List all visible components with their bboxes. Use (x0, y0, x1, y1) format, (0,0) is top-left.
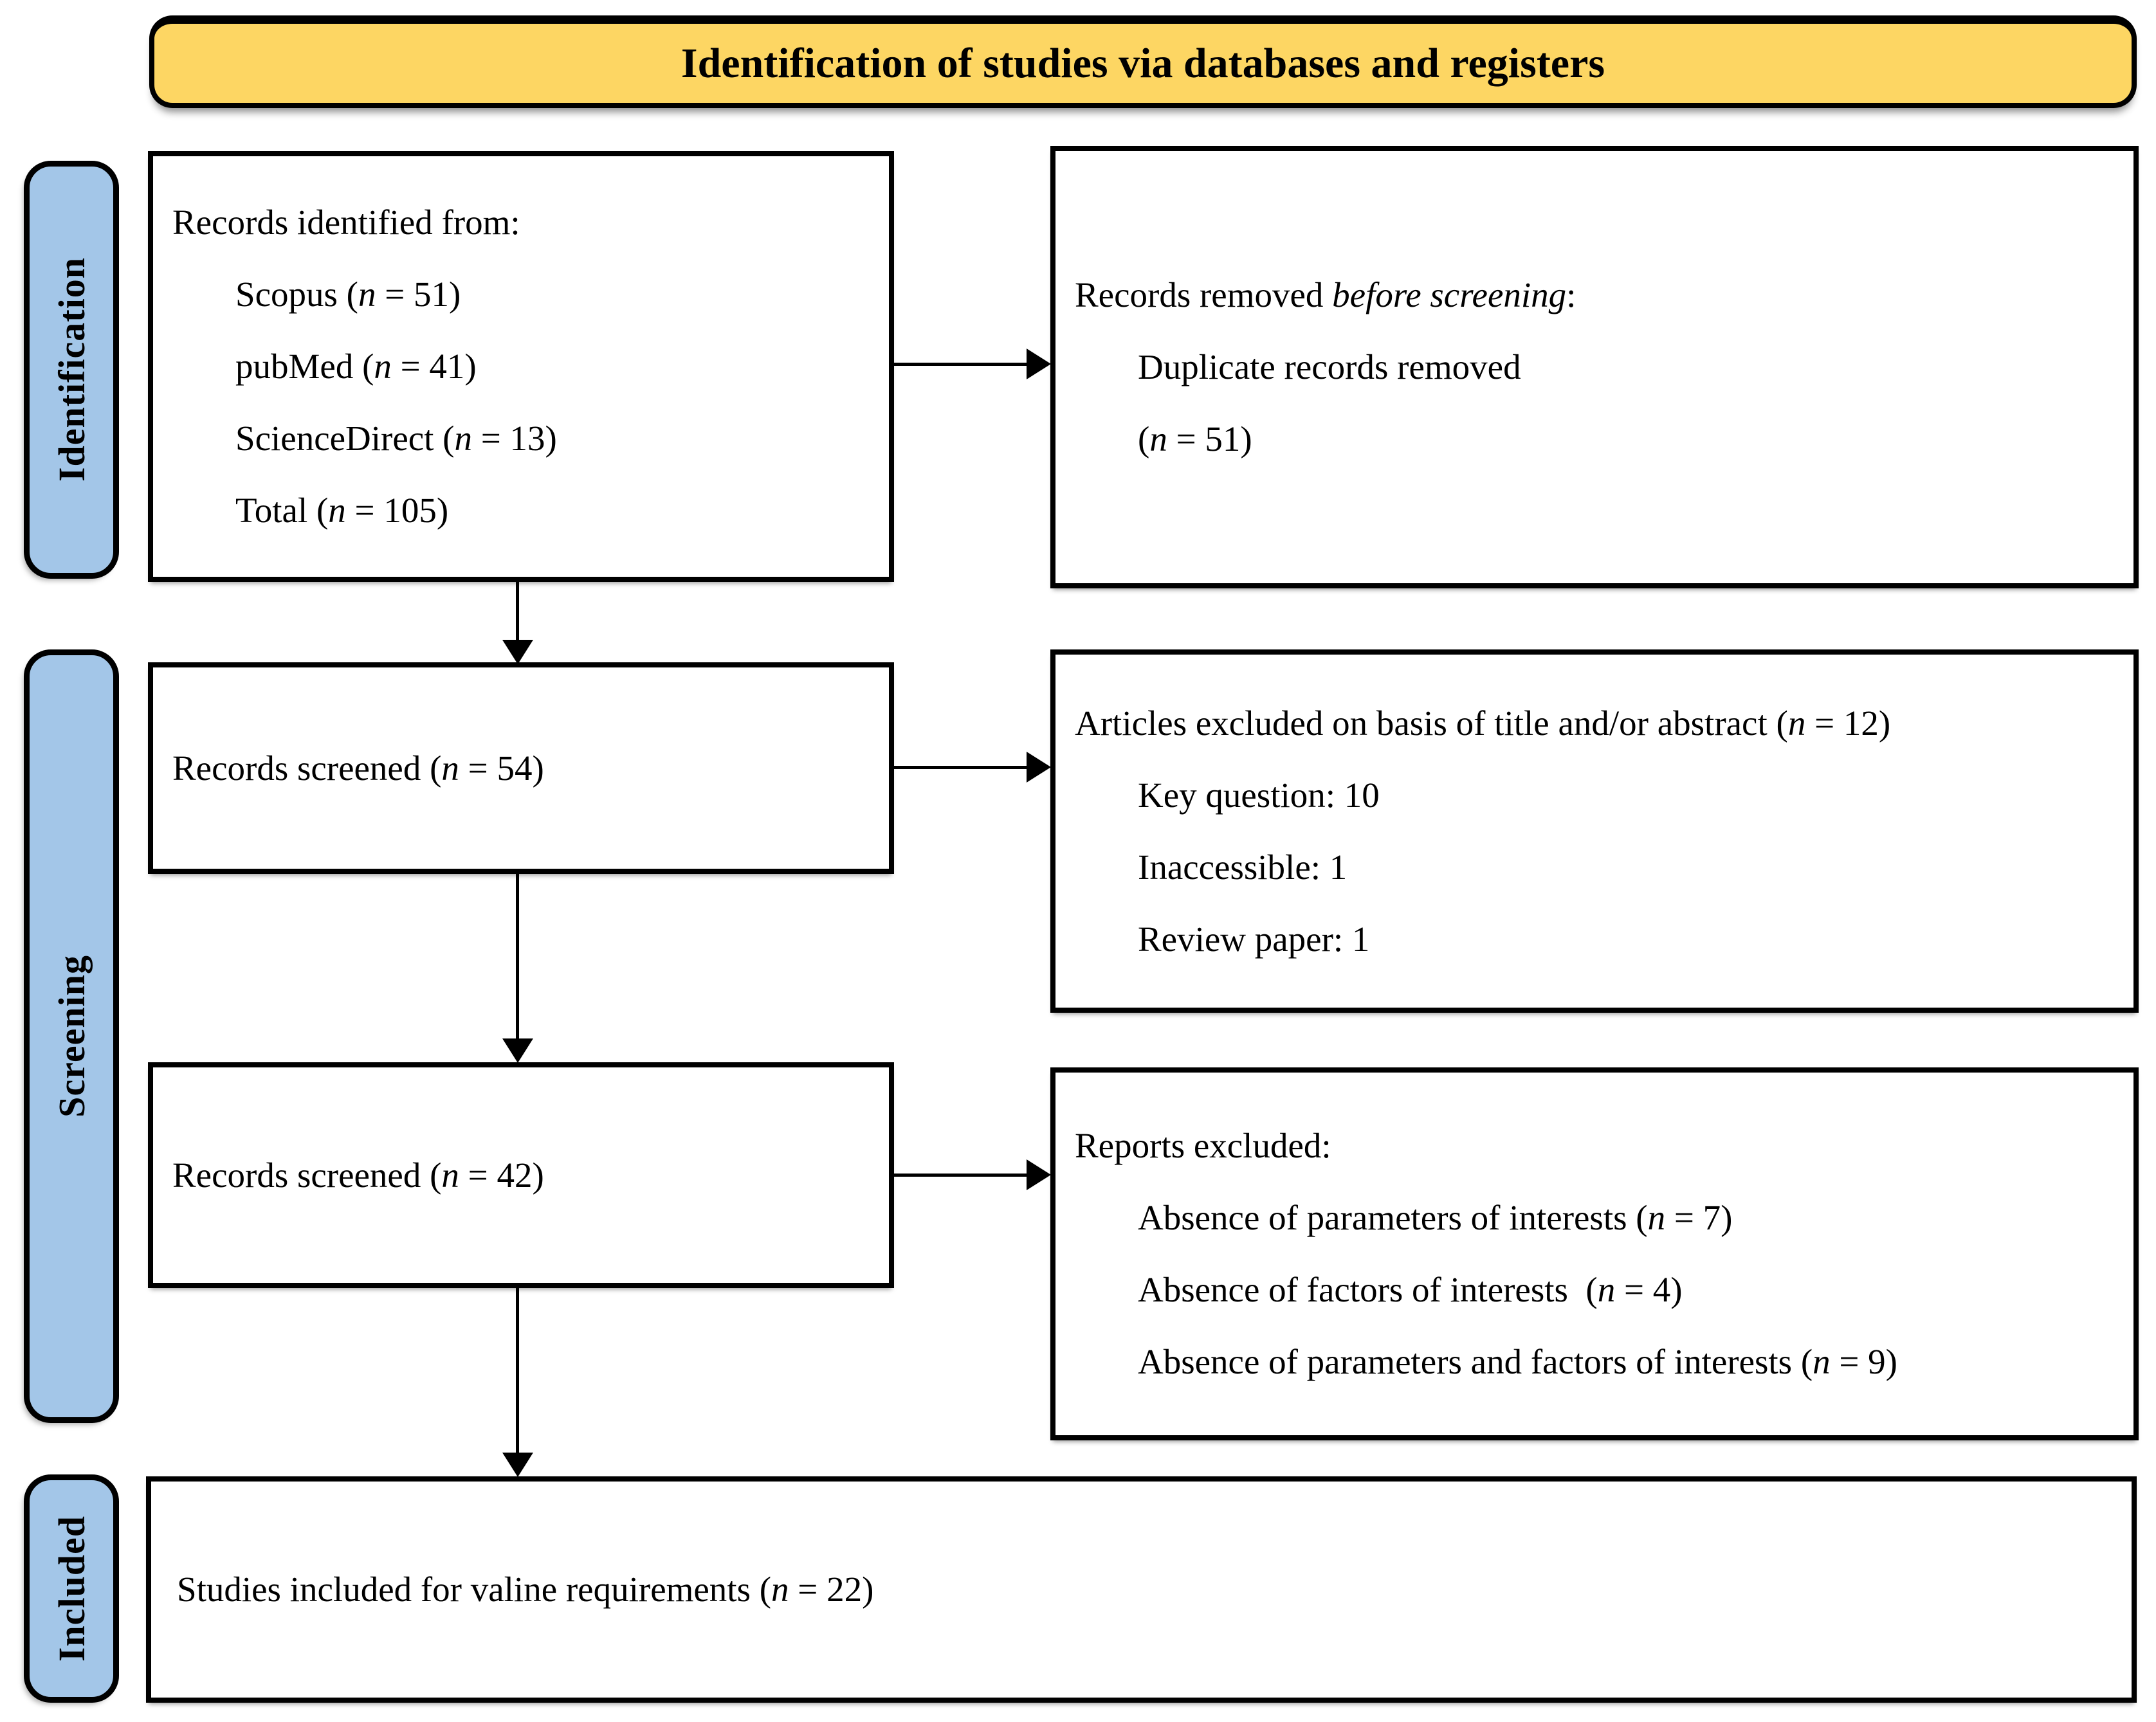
records-screened-54-text: Records screened (n = 54) (172, 748, 544, 788)
stage-screening: Screening (24, 649, 119, 1423)
excluded-absence-parameters-factors: Absence of parameters and factors of int… (1138, 1342, 1897, 1381)
source-scopus: Scopus (n = 51) (235, 275, 461, 314)
excluded-absence-parameters: Absence of parameters of interests (n = … (1138, 1198, 1733, 1237)
stage-identification-label: Identification (50, 257, 93, 482)
records-identified-heading: Records identified from: (172, 203, 520, 242)
stage-screening-label: Screening (50, 955, 93, 1118)
articles-excluded-heading: Articles excluded on basis of title and/… (1075, 703, 1891, 743)
reports-excluded-heading: Reports excluded: (1075, 1126, 1331, 1165)
arrow-line (516, 1288, 519, 1454)
stage-included: Included (24, 1474, 119, 1703)
box-reports-excluded: Reports excluded: Absence of parameters … (1050, 1067, 2139, 1440)
excluded-absence-factors: Absence of factors of interests (n = 4) (1138, 1270, 1683, 1309)
records-screened-42-text: Records screened (n = 42) (172, 1155, 544, 1195)
banner-title: Identification of studies via databases … (149, 15, 2137, 108)
arrow-line (516, 582, 519, 641)
box-records-removed: Records removed before screening: Duplic… (1050, 146, 2139, 588)
box-studies-included: Studies included for valine requirements… (146, 1476, 2137, 1703)
arrow-down-icon (502, 1038, 533, 1063)
stage-identification: Identification (24, 161, 119, 579)
duplicates-removed: Duplicate records removed (1138, 347, 1521, 386)
source-pubmed: pubMed (n = 41) (235, 347, 477, 386)
arrow-right-icon (1027, 752, 1051, 783)
box-records-identified: Records identified from: Scopus (n = 51)… (148, 151, 894, 582)
box-articles-excluded: Articles excluded on basis of title and/… (1050, 649, 2139, 1013)
excluded-key-question: Key question: 10 (1138, 775, 1380, 815)
arrow-down-icon (502, 640, 533, 664)
arrow-down-icon (502, 1453, 533, 1477)
studies-included-text: Studies included for valine requirements… (177, 1570, 874, 1609)
arrow-line (894, 766, 1028, 769)
arrow-line (894, 363, 1028, 366)
source-sciencedirect: ScienceDirect (n = 13) (235, 419, 557, 458)
duplicates-removed-count: (n = 51) (1138, 419, 1252, 458)
box-records-screened-42: Records screened (n = 42) (148, 1062, 894, 1288)
arrow-right-icon (1027, 1159, 1051, 1190)
records-removed-heading: Records removed before screening: (1075, 275, 1576, 314)
box-records-screened-54: Records screened (n = 54) (148, 662, 894, 874)
excluded-review-paper: Review paper: 1 (1138, 919, 1370, 959)
arrow-line (516, 874, 519, 1040)
source-total: Total (n = 105) (235, 491, 449, 530)
banner-title-text: Identification of studies via databases … (681, 39, 1605, 87)
arrow-right-icon (1027, 349, 1051, 379)
stage-included-label: Included (50, 1515, 93, 1662)
excluded-inaccessible: Inaccessible: 1 (1138, 847, 1348, 887)
arrow-line (894, 1174, 1028, 1177)
